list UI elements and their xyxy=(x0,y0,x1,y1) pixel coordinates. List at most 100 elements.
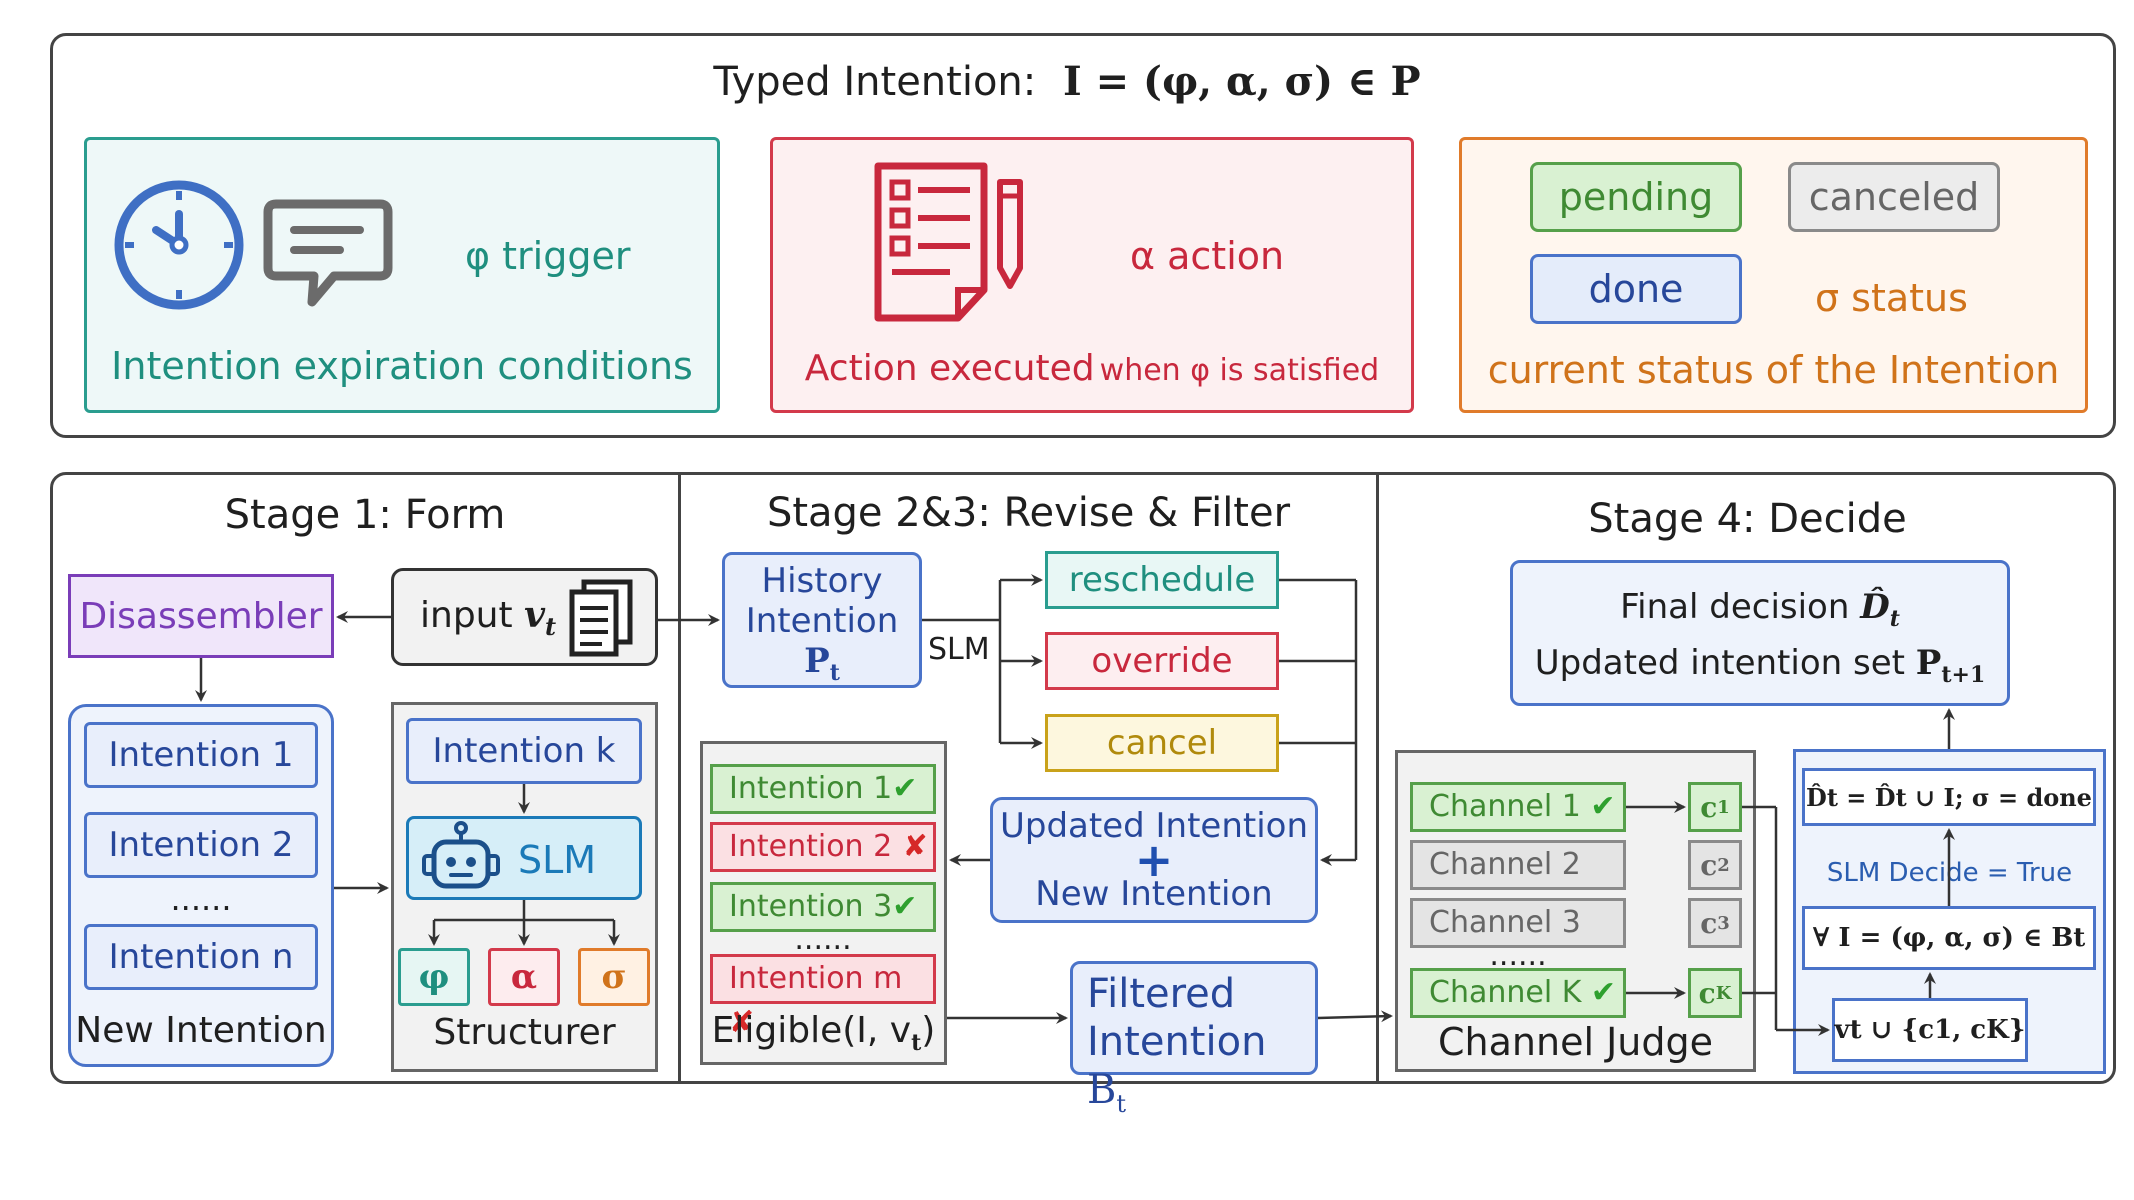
document-icon xyxy=(569,579,633,657)
updated-new-intention-box: Updated Intention + New Intention xyxy=(990,797,1318,923)
final-line1: Final decision xyxy=(1620,587,1850,627)
clock-icon xyxy=(114,180,244,310)
history-line2: Intention xyxy=(745,601,899,641)
action-caption-a: Action executed xyxy=(804,348,1095,389)
action-label: α action xyxy=(1130,234,1285,278)
op-override: override xyxy=(1045,632,1279,690)
channel-label: Channel 1 xyxy=(1429,789,1581,824)
channel-item-active: Channel 1 ✔ xyxy=(1410,782,1626,832)
slm-edge-label: SLM xyxy=(928,632,990,667)
action-caption-b: when φ is satisfied xyxy=(1099,353,1380,388)
slm-decide-label: SLM Decide = True xyxy=(1826,858,2073,888)
filtered-line1: Filtered xyxy=(1087,971,1236,1017)
filtered-var: B xyxy=(1087,1067,1117,1113)
title-text: Typed Intention: xyxy=(713,59,1037,105)
forall-box: ∀ I = (φ, α, σ) ∈ Bt xyxy=(1802,906,2096,970)
check-icon: ✔ xyxy=(1590,789,1616,824)
eligible-caption-text: Eligible(I, v xyxy=(711,1010,912,1051)
history-line1: History xyxy=(761,561,883,601)
final-line2: Updated intention set xyxy=(1534,642,1905,683)
cross-icon: ✘ xyxy=(729,1005,755,1040)
vt-union-box: vt ∪ {c1, cK} xyxy=(1832,998,2028,1062)
structurer-caption: Structurer xyxy=(433,1012,616,1053)
robot-icon xyxy=(422,821,500,889)
check-icon: ✔ xyxy=(1590,975,1617,1010)
new-intention-item: Intention n xyxy=(84,924,318,990)
channel-judge-caption: Channel Judge xyxy=(1438,1020,1713,1064)
stage23-title: Stage 2&3: Revise & Filter xyxy=(766,490,1291,536)
history-sub: t xyxy=(829,659,840,686)
trigger-label: φ trigger xyxy=(465,234,631,278)
status-caption: current status of the Intention xyxy=(1487,348,2060,392)
slm-label: SLM xyxy=(518,838,597,882)
symbol-sigma-box: σ xyxy=(578,948,650,1006)
final-sub2: t+1 xyxy=(1941,661,1986,688)
updated-line2: New Intention xyxy=(1035,874,1273,914)
eligible-item-label: Intention m xyxy=(729,961,903,996)
eligible-item-fail: Intention m ✘ xyxy=(710,954,936,1040)
op-cancel: cancel xyxy=(1045,714,1279,772)
disassembler-box: Disassembler xyxy=(68,574,334,658)
status-label: σ status xyxy=(1815,276,1968,320)
chat-bubble-icon xyxy=(263,199,393,307)
trigger-caption: Intention expiration conditions xyxy=(111,344,693,388)
action-caption: Action executed when φ is satisfied xyxy=(770,348,1414,389)
filtered-sub: t xyxy=(1116,1090,1127,1118)
channel-item-inactive: Channel 3 xyxy=(1410,898,1626,948)
final-var2: P xyxy=(1915,642,1942,683)
final-var: D̂ xyxy=(1860,587,1890,627)
input-sub: t xyxy=(544,612,557,642)
eligible-item-pass: Intention 1✔ xyxy=(710,764,936,814)
check-icon: ✔ xyxy=(892,771,918,806)
status-chip-canceled: canceled xyxy=(1788,162,2000,232)
filtered-intention-box: Filtered Intention Bt xyxy=(1070,961,1318,1118)
symbol-phi-box: φ xyxy=(398,948,470,1006)
eligible-item-label: Intention 3 xyxy=(729,889,893,924)
updated-line1: Updated Intention xyxy=(999,806,1309,846)
input-label: input xyxy=(420,595,513,636)
new-intention-item: Intention 2 xyxy=(84,812,318,878)
channel-item-active: Channel K ✔ xyxy=(1410,968,1626,1018)
document-pen-icon xyxy=(874,162,1023,322)
eligible-caption: Eligible(I, vt) xyxy=(700,1010,947,1056)
title-formula: I = (φ, α, σ) ∈ P xyxy=(1062,58,1421,105)
eligible-item-label: Intention 1 xyxy=(729,771,893,806)
typed-intention-title: Typed Intention: I = (φ, α, σ) ∈ P xyxy=(0,58,2134,105)
final-decision-box: Final decision D̂t Updated intention set… xyxy=(1510,560,2010,706)
new-intention-ellipsis: ...... xyxy=(170,880,232,918)
eligible-item-fail: Intention 2 ✘ xyxy=(710,822,936,872)
cross-icon: ✘ xyxy=(892,829,928,864)
eligible-sub: t xyxy=(911,1030,922,1057)
channel-item-inactive: Channel 2 xyxy=(1410,840,1626,890)
check-icon: ✔ xyxy=(892,889,918,924)
history-intention-box: History Intention Pt xyxy=(722,552,922,688)
filtered-line2: Intention xyxy=(1087,1019,1267,1065)
input-var: v xyxy=(524,594,545,636)
eligible-item-label: Intention 2 xyxy=(729,829,893,864)
stage-divider-2 xyxy=(1376,473,1379,1083)
plus-icon: + xyxy=(1134,833,1174,887)
intention-k-box: Intention k xyxy=(406,718,642,784)
channel-ellipsis: ...... xyxy=(1489,938,1547,973)
eligible-ellipsis: ...... xyxy=(794,922,852,957)
new-intention-caption: New Intention xyxy=(75,1010,327,1051)
symbol-alpha-box: α xyxy=(488,948,560,1006)
history-var: P xyxy=(804,641,830,681)
channel-label: Channel K xyxy=(1429,975,1582,1010)
stage4-title: Stage 4: Decide xyxy=(1588,496,1907,542)
input-text: input vt xyxy=(420,594,556,641)
eligible-item-pass: Intention 3✔ xyxy=(710,882,936,932)
final-sub: t xyxy=(1889,605,1900,632)
status-chip-done: done xyxy=(1530,254,1742,324)
op-reschedule: reschedule xyxy=(1045,551,1279,609)
update-rule-box: D̂t = D̂t ∪ I; σ = done xyxy=(1802,768,2096,826)
eligible-close: ) xyxy=(921,1010,936,1051)
stage-divider-1 xyxy=(678,473,681,1083)
new-intention-item: Intention 1 xyxy=(84,722,318,788)
status-chip-pending: pending xyxy=(1530,162,1742,232)
stage1-title: Stage 1: Form xyxy=(224,492,506,538)
